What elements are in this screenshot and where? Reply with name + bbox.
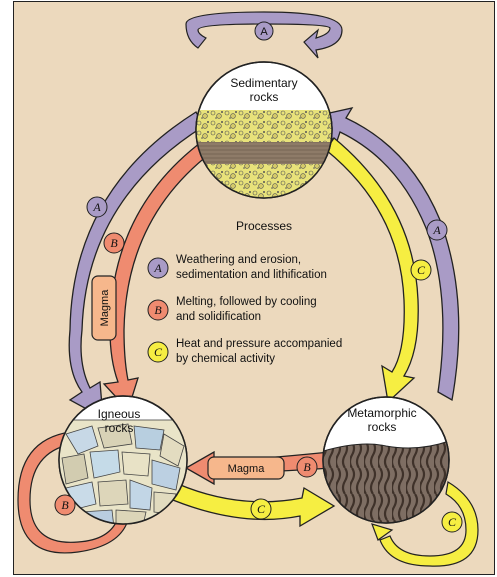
badge-b-left-label: B <box>110 236 118 250</box>
legend-text-a-line1: Weathering and erosion, <box>176 254 301 266</box>
legend-title: Processes <box>236 219 292 233</box>
magma-horizontal-label: Magma <box>228 463 266 475</box>
legend-text-b-line2: and solidification <box>176 311 261 323</box>
legend-text-a-line2: sedimentation and lithification <box>176 269 327 281</box>
badge-b-bottom-label: B <box>303 460 311 474</box>
legend-text-b-line1: Melting, followed by cooling <box>176 296 317 308</box>
badge-b-loop-label: B <box>61 498 69 512</box>
legend-text-c-line1: Heat and pressure accompanied <box>176 338 342 350</box>
igneous-label-line1: Igneous <box>98 407 141 421</box>
metamorphic-label-line1: Metamorphic <box>347 406 416 420</box>
badge-a-right-label: A <box>432 223 441 237</box>
magma-vertical-label: Magma <box>99 289 111 327</box>
igneous-label-line2: rocks <box>105 421 134 435</box>
arrow-c-ign-to-met <box>168 484 334 526</box>
badge-c-bottom-label: C <box>257 502 266 516</box>
badge-c-right-label: C <box>417 263 426 277</box>
badge-c-loop-label: C <box>448 515 457 529</box>
badge-a-left-label: A <box>92 200 101 214</box>
sedimentary-label-line2: rocks <box>250 90 279 104</box>
sedimentary-label-line1: Sedimentary <box>230 76 297 90</box>
metamorphic-label-line2: rocks <box>368 420 397 434</box>
legend: Processes A Weathering and erosion, sedime… <box>148 219 342 365</box>
badge-a-top-label: A <box>260 26 268 38</box>
legend-text-c-line2: by chemical activity <box>176 353 275 365</box>
legend-badge-letter-b: B <box>154 303 162 317</box>
legend-badge-letter-c: C <box>154 345 163 359</box>
legend-badge-letter-a: A <box>153 261 162 275</box>
